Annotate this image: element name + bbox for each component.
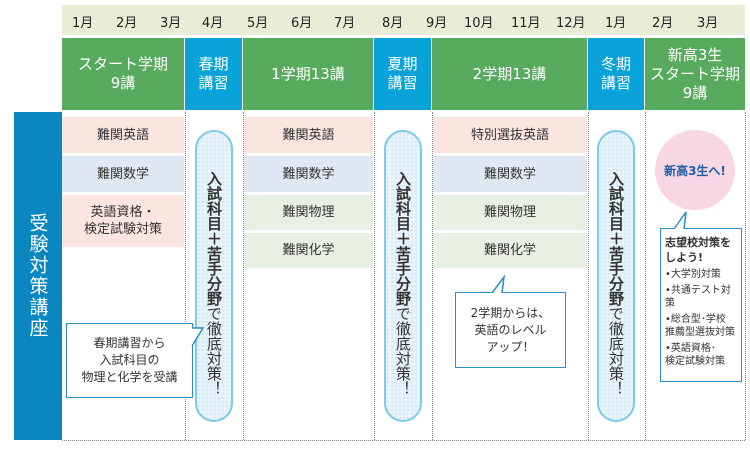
month: 2月 [116, 16, 138, 31]
course: 難関物理 [433, 195, 587, 230]
winter-focus-pill: 入試科目＋苦手分野で徹底対策！ [597, 130, 635, 422]
bottom-divider [62, 440, 745, 441]
plan-title: 志望校対策を しよう! [665, 236, 731, 264]
pill-text: で徹底対策！ [205, 305, 223, 396]
course: 難関数学 [244, 156, 373, 192]
term-spring: 春期 講習 [185, 38, 242, 110]
course: 難関数学 [62, 156, 184, 192]
course: 難関物理 [244, 195, 373, 230]
term-2: 2学期13講 [432, 38, 587, 110]
course: 英語資格・ 検定試験対策 [62, 195, 184, 247]
pill-bold-text: 入試科目＋苦手分野 [394, 170, 412, 306]
month: 3月 [697, 16, 719, 31]
plan-item: •大学別対策 [665, 269, 721, 280]
term-1: 1学期13講 [243, 38, 373, 110]
month: 10月 [464, 16, 494, 31]
month: 11月 [511, 16, 541, 31]
course: 難関英語 [244, 117, 373, 153]
month-bar: 1月 2月 3月 4月 5月 6月 7月 8月 9月 10月 11月 12月 1… [62, 5, 745, 35]
divider [185, 112, 186, 440]
divider [588, 112, 589, 440]
course: 難関化学 [244, 233, 373, 268]
spring-focus-pill: 入試科目＋苦手分野で徹底対策！ [195, 130, 233, 422]
divider [374, 112, 375, 440]
month: 12月 [556, 16, 586, 31]
month: 1月 [72, 16, 94, 31]
plan-item: •総合型･学校 推薦型選抜対策 [665, 314, 735, 338]
plan-item: •共通テスト対策 [665, 285, 731, 309]
summer-focus-pill: 入試科目＋苦手分野で徹底対策！ [384, 130, 422, 422]
course: 特別選抜英語 [433, 117, 587, 153]
term-winter: 冬期 講習 [588, 38, 644, 110]
course: 難関数学 [433, 156, 587, 192]
new3-circle: 新高3生へ! [655, 130, 735, 210]
callout-tail [673, 211, 687, 230]
course: 難関化学 [433, 233, 587, 268]
month: 1月 [605, 16, 627, 31]
pill-bold-text: 入試科目＋苦手分野 [607, 170, 625, 306]
divider [645, 112, 646, 440]
spring-callout: 春期講習から 入試科目の 物理と化学を受講 [66, 323, 193, 398]
new3-plan-box: 志望校対策を しよう! •大学別対策 •共通テスト対策 •総合型･学校 推薦型選… [660, 228, 742, 382]
month: 8月 [382, 16, 404, 31]
month: 7月 [334, 16, 356, 31]
term2-callout: 2学期からは、 英語のレベル アップ！ [455, 292, 566, 368]
callout-tail [191, 327, 205, 347]
term-summer: 夏期 講習 [374, 38, 431, 110]
month: 9月 [426, 16, 448, 31]
plan-item: •英語資格･ 検定試験対策 [665, 343, 725, 367]
term-start: スタート学期 9講 [62, 38, 184, 110]
pill-text: で徹底対策！ [394, 305, 412, 396]
term-new3: 新高3生 スタート学期 9講 [645, 38, 745, 110]
callout-tail [491, 275, 506, 294]
divider [745, 112, 746, 440]
course: 難関英語 [62, 117, 184, 153]
pill-bold-text: 入試科目＋苦手分野 [205, 170, 223, 306]
pill-text: で徹底対策！ [607, 305, 625, 396]
month: 3月 [160, 16, 182, 31]
divider [243, 112, 244, 440]
month: 6月 [291, 16, 313, 31]
divider [432, 112, 433, 440]
month: 5月 [247, 16, 269, 31]
side-label: 受験対策講座 [14, 112, 62, 440]
month: 4月 [202, 16, 224, 31]
month: 2月 [652, 16, 674, 31]
